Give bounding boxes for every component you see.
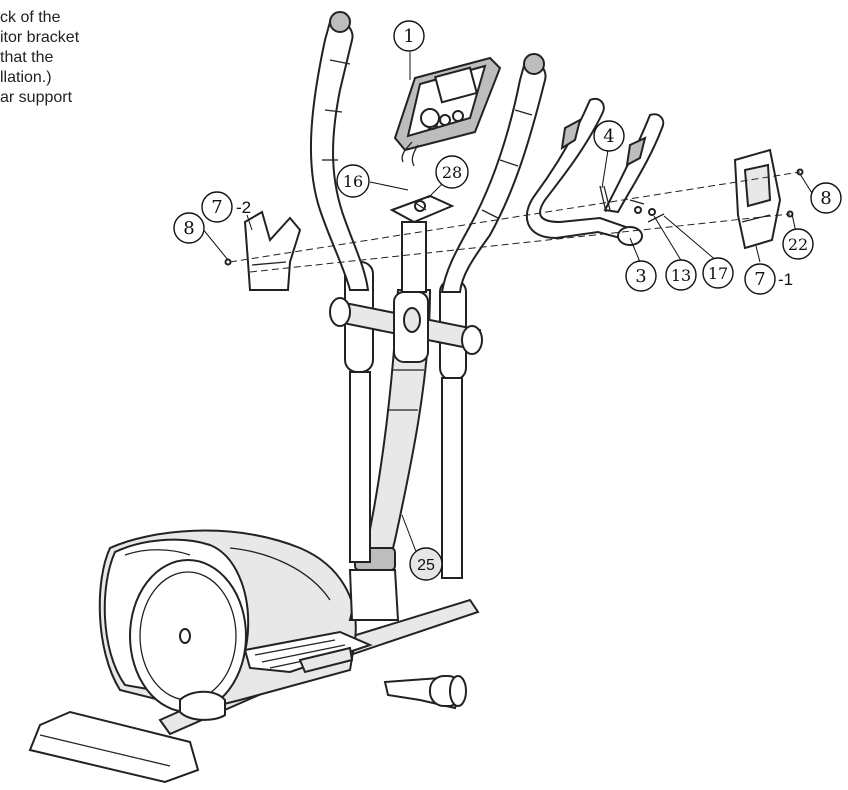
- svg-text:-2: -2: [236, 198, 251, 217]
- svg-text:4: 4: [603, 126, 614, 147]
- instruction-line: itor bracket: [0, 29, 80, 46]
- handlebar-right: [440, 53, 547, 579]
- cover-right-7-1: [733, 148, 782, 250]
- svg-text:7: 7: [211, 197, 222, 218]
- svg-text:7: 7: [754, 269, 765, 290]
- svg-text:1: 1: [403, 26, 414, 47]
- svg-text:17: 17: [708, 264, 728, 283]
- instruction-line: that the: [0, 49, 54, 66]
- svg-text:8: 8: [820, 188, 831, 209]
- callout-7-1: 7 -1: [744, 263, 793, 295]
- svg-text:16: 16: [343, 172, 363, 191]
- svg-text:28: 28: [442, 163, 462, 182]
- svg-text:13: 13: [671, 266, 691, 285]
- svg-text:3: 3: [635, 266, 646, 287]
- pedal: [179, 630, 373, 721]
- svg-text:-1: -1: [778, 270, 793, 289]
- instruction-line: ar support: [0, 89, 73, 106]
- callout-8-left: 8: [173, 212, 205, 244]
- callout-8-right: 8: [810, 182, 842, 214]
- instruction-text: ck of the itor bracket that the llation.…: [0, 8, 180, 108]
- stationary-handlebar: [525, 98, 665, 246]
- instruction-line: llation.): [0, 69, 52, 86]
- callout-3: 3: [625, 260, 657, 292]
- callout-7-2: 7 -2: [201, 191, 251, 223]
- callout-28: 28: [435, 155, 469, 189]
- callout-13: 13: [665, 259, 697, 291]
- callout-17: 17: [702, 257, 734, 289]
- callout-4: 4: [593, 120, 625, 152]
- flywheel-housing: [98, 529, 357, 713]
- console: [393, 56, 502, 167]
- handlebar-left: [309, 11, 371, 563]
- callout-1: 1: [393, 20, 425, 52]
- svg-text:22: 22: [788, 235, 808, 254]
- cover-left-7-2: [243, 210, 302, 291]
- callout-25: 25: [409, 547, 443, 581]
- callout-16: 16: [336, 164, 370, 198]
- svg-text:25: 25: [417, 557, 435, 574]
- callout-22: 22: [782, 228, 814, 260]
- instruction-line: ck of the: [0, 9, 61, 26]
- alignment-lines: [229, 171, 801, 273]
- svg-text:8: 8: [183, 218, 194, 239]
